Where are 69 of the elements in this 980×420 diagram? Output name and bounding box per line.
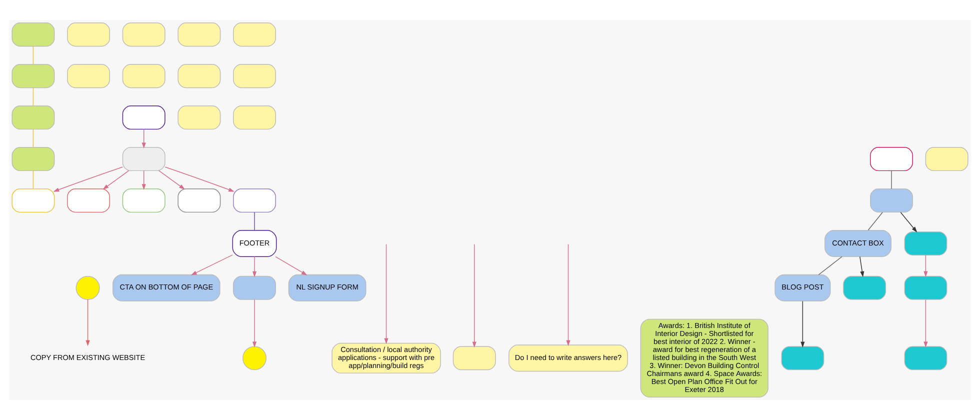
- arrow: [924, 299, 928, 348]
- node-box: [12, 188, 55, 213]
- arrow: [860, 256, 864, 278]
- node-box: [122, 147, 166, 172]
- connector: [32, 46, 34, 65]
- connector: [32, 128, 34, 148]
- node-box: Awards: 1. British Institute of Interior Design - Shortlisted for best interior of 2022 2. Winner - award for best regeneration of a listed building in the South West 3. Winner: Devon Building Control Chairmans award 4. Space Awards: Best Open Plan Office Fit Out for Exeter 2018: [640, 318, 768, 398]
- arrow: [142, 128, 146, 148]
- node-box: [122, 64, 166, 88]
- arrow: [800, 300, 805, 348]
- node-box: [12, 64, 55, 88]
- node-text: COPY FROM EXISTING WEBSITE: [30, 352, 146, 362]
- connector: [818, 256, 842, 276]
- node-box: [12, 106, 55, 130]
- arrow: [252, 299, 257, 348]
- node-box: [122, 22, 166, 47]
- connector: [868, 212, 883, 231]
- node-box: [843, 276, 886, 300]
- arrow: [252, 256, 257, 278]
- arrow: [384, 244, 388, 344]
- node-box: BLOG POST: [774, 274, 831, 302]
- node-circle: [242, 346, 267, 370]
- arrow: [158, 170, 185, 190]
- node-box: [233, 22, 276, 47]
- node-box: [178, 22, 221, 47]
- node-box: [870, 147, 913, 172]
- node-box: [178, 188, 221, 213]
- connector: [32, 170, 34, 190]
- arrow: [190, 254, 233, 276]
- node-box: [904, 346, 948, 370]
- node-box: [904, 276, 948, 300]
- arrow: [275, 256, 308, 276]
- node-circle: [76, 276, 100, 300]
- node-box: [67, 64, 110, 88]
- node-box: NL SIGNUP FORM: [288, 274, 366, 302]
- node-box: [233, 276, 276, 300]
- arrow: [86, 299, 90, 346]
- node-box: [122, 188, 166, 213]
- node-box: [870, 188, 913, 213]
- node-box: CONTACT BOX: [824, 230, 892, 257]
- node-box: [233, 64, 276, 88]
- connector: [32, 87, 34, 106]
- node-box: Do I need to write answers here?: [508, 344, 628, 372]
- arrow: [164, 166, 234, 192]
- node-box: [67, 188, 110, 213]
- node-box: [178, 106, 221, 130]
- arrow: [472, 244, 476, 348]
- node-box: [122, 106, 166, 130]
- node-box: [233, 106, 276, 130]
- node-box: Consultation / local authority applications - support with pre app/planning/build regs: [332, 342, 441, 374]
- node-box: [781, 346, 824, 370]
- node-box: FOOTER: [232, 230, 277, 257]
- node-box: [452, 346, 496, 370]
- connector: [254, 212, 255, 231]
- arrow: [142, 170, 146, 190]
- node-box: [12, 22, 55, 47]
- node-box: [904, 231, 948, 256]
- node-box: [233, 188, 276, 213]
- arrow: [53, 166, 123, 192]
- arrow: [924, 254, 928, 278]
- node-box: [925, 147, 968, 172]
- node-box: [178, 64, 221, 88]
- node-box: [12, 147, 55, 172]
- connector: [891, 170, 892, 190]
- arrow: [102, 170, 130, 190]
- arrow: [566, 244, 570, 346]
- node-box: [67, 22, 110, 47]
- arrow: [900, 212, 918, 232]
- node-box: CTA ON BOTTOM OF PAGE: [112, 274, 220, 302]
